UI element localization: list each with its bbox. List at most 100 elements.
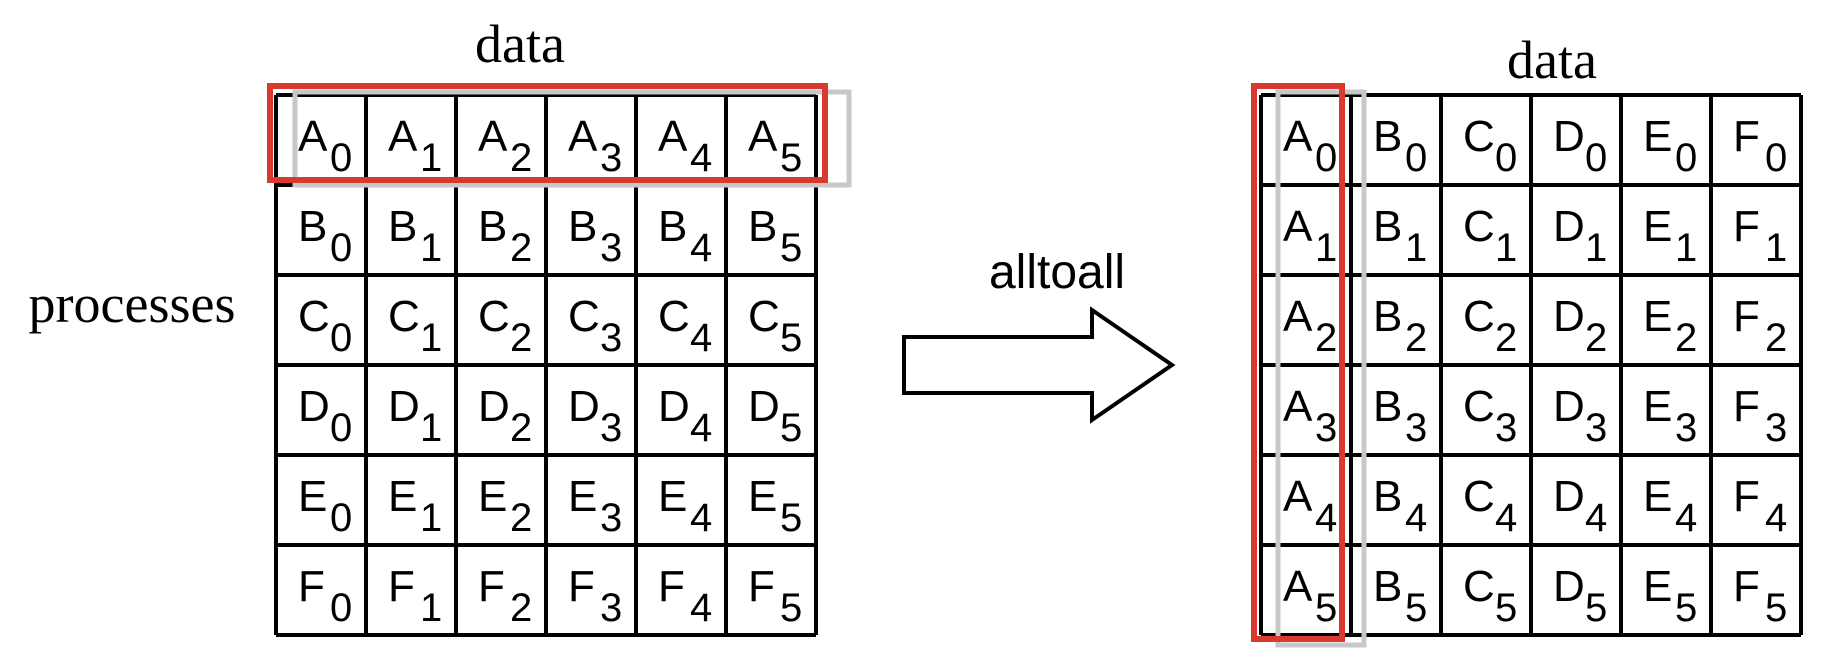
left-matrix-cell-bg [276,455,366,545]
left-matrix-cell-letter: C [478,292,510,341]
left-matrix-cell-subscript: 3 [600,496,622,540]
left-matrix-cell-letter: A [568,112,598,161]
left-matrix-cell-bg [456,275,546,365]
right-matrix-cell-letter: F [1733,112,1760,161]
left-matrix-cell-letter: E [658,472,687,521]
left-matrix-cell-subscript: 2 [510,496,532,540]
right-matrix-cell-bg [1441,95,1531,185]
right-matrix-cell-subscript: 2 [1315,316,1337,360]
left-matrix-cell-letter: E [478,472,507,521]
right-column-highlight [1251,83,1345,642]
right-matrix-cell-bg [1621,455,1711,545]
right-matrix-cell-subscript: 0 [1765,136,1787,180]
right-matrix-cell-subscript: 0 [1315,136,1337,180]
left-matrix-cell-subscript: 4 [690,586,712,630]
right-matrix-cell-letter: D [1553,562,1585,611]
right-matrix-cell-subscript: 4 [1315,496,1337,540]
right-matrix-cell-bg [1621,545,1711,635]
left-matrix-cell-subscript: 2 [510,586,532,630]
left-matrix-cell-bg [726,275,816,365]
left-matrix-cell-letter: F [658,562,685,611]
right-matrix-cell-letter: A [1283,292,1313,341]
left-matrix-cell-letter: C [748,292,780,341]
right-matrix-cell-bg [1621,185,1711,275]
left-matrix-cell-subscript: 5 [780,316,802,360]
left-matrix-cell-bg [366,95,456,185]
left-matrix-cell-bg [546,365,636,455]
right-matrix-cell-subscript: 5 [1315,586,1337,630]
right-matrix-cell-bg [1441,455,1531,545]
right-matrix-cell-subscript: 3 [1585,406,1607,450]
left-matrix-cell-bg [636,185,726,275]
left-matrix-title: data [475,14,565,74]
right-matrix-cell-bg [1441,275,1531,365]
left-matrix-cell-bg [726,95,816,185]
left-matrix-cell-letter: B [568,202,597,251]
right-matrix-cell-bg [1441,545,1531,635]
right-matrix-cell-subscript: 1 [1675,226,1697,270]
right-matrix-cell-subscript: 3 [1315,406,1337,450]
right-matrix-cell-subscript: 4 [1585,496,1607,540]
left-matrix-cell-subscript: 2 [510,406,532,450]
right-matrix-cell-subscript: 2 [1675,316,1697,360]
left-matrix-cell-letter: E [298,472,327,521]
left-matrix-cell-letter: B [658,202,687,251]
left-matrix-cell-subscript: 3 [600,226,622,270]
right-matrix-cell-bg [1621,275,1711,365]
right-matrix-cell-subscript: 1 [1765,226,1787,270]
right-matrix-cell-subscript: 0 [1405,136,1427,180]
left-matrix-cell-subscript: 3 [600,406,622,450]
right-matrix-cell-letter: D [1553,112,1585,161]
left-matrix-cell-bg [636,275,726,365]
right-matrix-cell-bg [1711,455,1801,545]
processes-label: processes [29,274,236,334]
right-matrix-cell-letter: E [1643,472,1672,521]
left-matrix-cell-letter: C [658,292,690,341]
left-matrix-cell-letter: F [298,562,325,611]
left-matrix-cell-bg [726,455,816,545]
right-matrix-cell-bg [1441,185,1531,275]
right-matrix-cell-subscript: 3 [1675,406,1697,450]
right-matrix-cell-subscript: 5 [1675,586,1697,630]
right-matrix-cell-letter: F [1733,562,1760,611]
left-matrix-cell-subscript: 0 [330,496,352,540]
left-matrix-cell-letter: A [748,112,778,161]
right-matrix-cell-subscript: 3 [1765,406,1787,450]
left-matrix-cell-subscript: 3 [600,316,622,360]
right-matrix-cell-letter: D [1553,472,1585,521]
left-matrix-cell-subscript: 3 [600,136,622,180]
left-matrix-cell-letter: B [388,202,417,251]
left-matrix-cell-letter: A [478,112,508,161]
right-matrix-cell-subscript: 2 [1495,316,1517,360]
left-matrix-cell-subscript: 5 [780,496,802,540]
right-matrix-cell-letter: C [1463,112,1495,161]
